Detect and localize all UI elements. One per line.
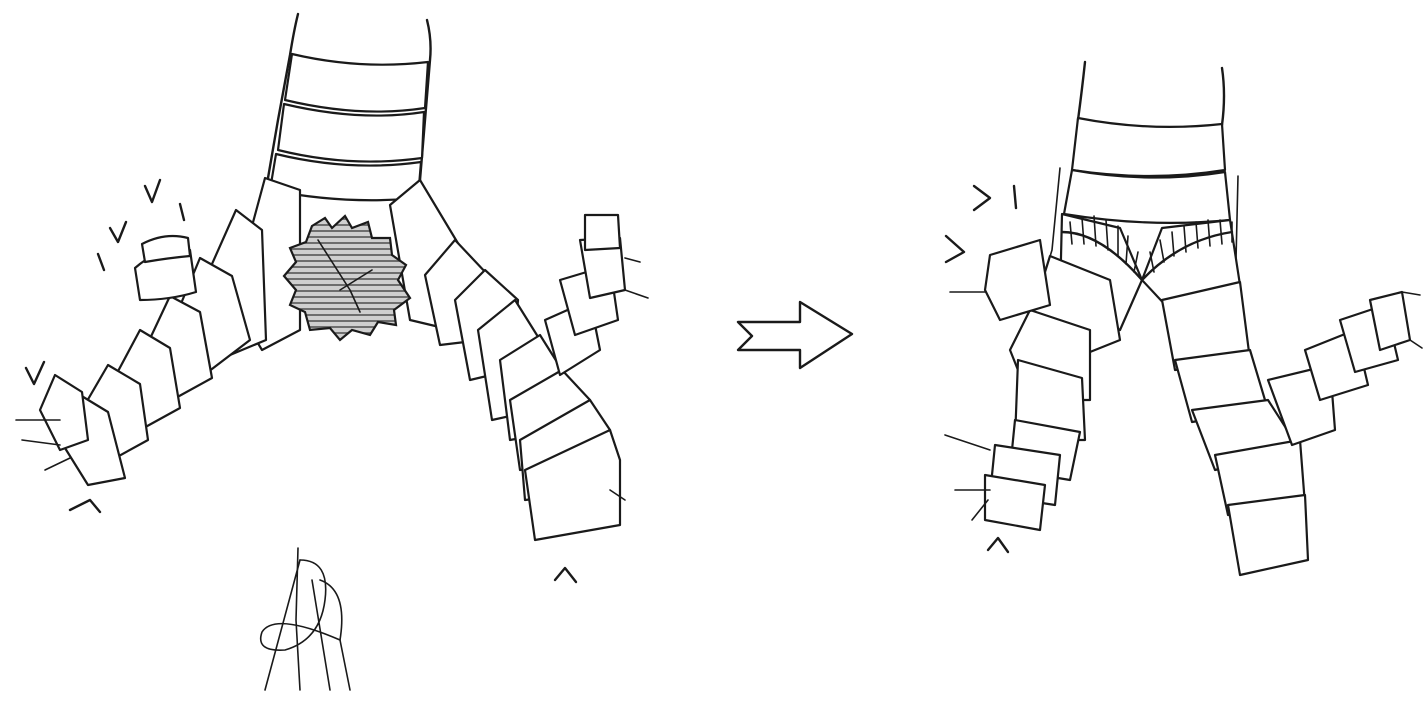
- before-right-bronchus: [390, 180, 648, 540]
- arrow-right-icon: [738, 302, 852, 368]
- tumor-lesion: [284, 216, 410, 340]
- after-panel: [945, 62, 1422, 575]
- handwritten-signature: [261, 548, 350, 690]
- before-left-bronchus: [16, 178, 300, 485]
- after-left-bronchus: [945, 214, 1142, 530]
- before-panel: [16, 14, 648, 582]
- before-trachea: [268, 14, 431, 200]
- after-right-bronchus: [1142, 220, 1422, 575]
